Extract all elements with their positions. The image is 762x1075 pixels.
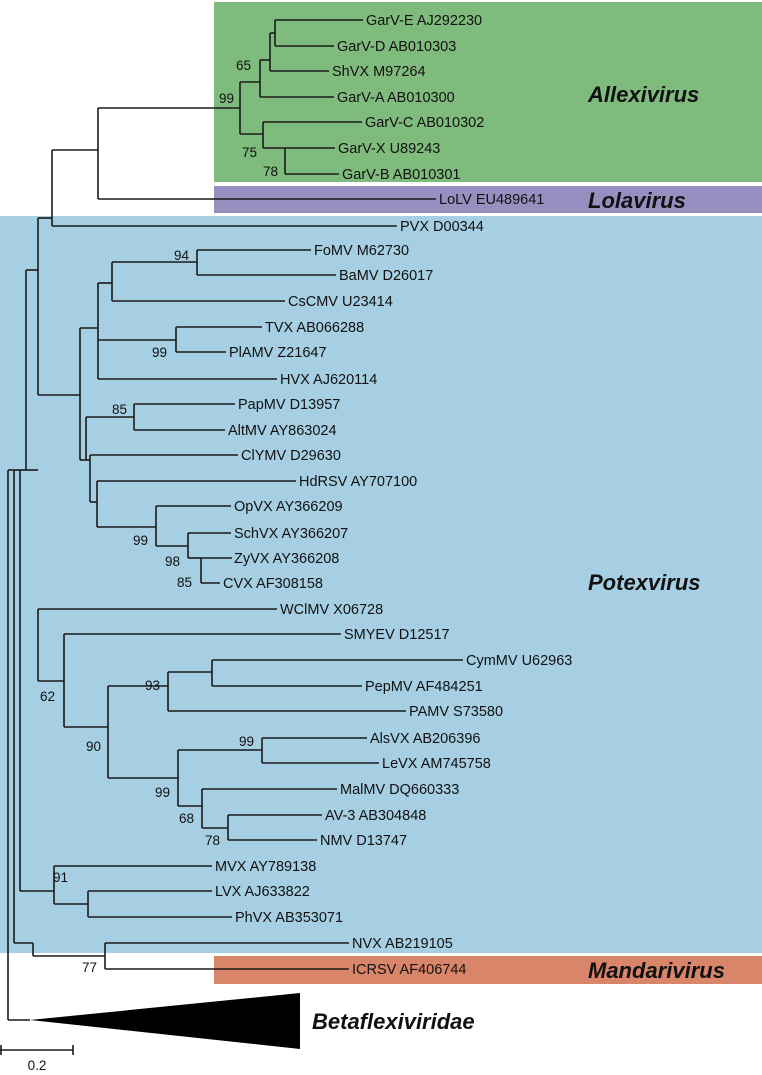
bootstrap-value: 93 xyxy=(145,678,160,693)
leaf-label: ClYMV D29630 xyxy=(241,448,341,464)
leaf-label: FoMV M62730 xyxy=(314,243,409,259)
leaf-label: GarV-C AB010302 xyxy=(365,115,484,131)
leaf-labels: GarV-E AJ292230 GarV-D AB010303 ShVX M97… xyxy=(215,13,572,978)
leaf-label: LeVX AM745758 xyxy=(382,756,491,772)
leaf-label: ZyVX AY366208 xyxy=(234,551,339,567)
leaf-label: SchVX AY366207 xyxy=(234,526,348,542)
leaf-label: GarV-A AB010300 xyxy=(337,90,455,106)
leaf-label: GarV-E AJ292230 xyxy=(366,13,482,29)
leaf-label: AlsVX AB206396 xyxy=(370,731,480,747)
bootstrap-labels: 65 99 75 78 94 99 85 99 98 85 93 99 62 9… xyxy=(40,58,278,975)
leaf-label: PhVX AB353071 xyxy=(235,910,343,926)
potexvirus-band xyxy=(0,216,762,953)
leaf-label: WClMV X06728 xyxy=(280,602,383,618)
leaf-label: GarV-D AB010303 xyxy=(337,39,456,55)
bootstrap-value: 99 xyxy=(155,785,170,800)
bootstrap-value: 62 xyxy=(40,689,55,704)
leaf-label: PVX D00344 xyxy=(400,219,484,235)
bootstrap-value: 78 xyxy=(205,833,220,848)
potexvirus-label: Potexvirus xyxy=(588,570,701,595)
leaf-label: BaMV D26017 xyxy=(339,268,433,284)
mandarivirus-band xyxy=(214,956,762,984)
bootstrap-value: 94 xyxy=(174,248,190,263)
bootstrap-value: 99 xyxy=(152,345,167,360)
leaf-label: CVX AF308158 xyxy=(223,576,323,592)
leaf-label: MalMV DQ660333 xyxy=(340,782,459,798)
bootstrap-value: 91 xyxy=(53,870,68,885)
leaf-label: HdRSV AY707100 xyxy=(299,474,417,490)
scale-bar-label: 0.2 xyxy=(28,1058,47,1073)
leaf-label: NMV D13747 xyxy=(320,833,407,849)
leaf-label: PlAMV Z21647 xyxy=(229,345,327,361)
leaf-label: PepMV AF484251 xyxy=(365,679,483,695)
leaf-label: OpVX AY366209 xyxy=(234,499,343,515)
betaflexiviridae-label: Betaflexiviridae xyxy=(312,1009,475,1034)
mandarivirus-label: Mandarivirus xyxy=(588,958,725,983)
leaf-label: AltMV AY863024 xyxy=(228,423,337,439)
leaf-label: SMYEV D12517 xyxy=(344,627,450,643)
bootstrap-value: 99 xyxy=(239,734,254,749)
bootstrap-value: 85 xyxy=(112,402,127,417)
bootstrap-value: 75 xyxy=(242,145,257,160)
leaf-label: GarV-X U89243 xyxy=(338,141,440,157)
tree-branches xyxy=(7,19,463,1021)
betaflexiviridae-triangle xyxy=(30,993,300,1049)
leaf-label: TVX AB066288 xyxy=(265,320,364,336)
bootstrap-value: 85 xyxy=(177,575,192,590)
leaf-label: CymMV U62963 xyxy=(466,653,572,669)
lolavirus-label: Lolavirus xyxy=(588,188,686,213)
allexivirus-band xyxy=(214,2,762,182)
bootstrap-value: 99 xyxy=(133,533,148,548)
leaf-label: LoLV EU489641 xyxy=(439,192,544,208)
leaf-label: GarV-B AB010301 xyxy=(342,167,461,183)
leaf-label: PapMV D13957 xyxy=(238,397,340,413)
allexivirus-label: Allexivirus xyxy=(587,82,699,107)
bootstrap-value: 90 xyxy=(86,739,101,754)
scale-bar xyxy=(0,1045,74,1055)
leaf-label: PAMV S73580 xyxy=(409,704,503,720)
leaf-label: MVX AY789138 xyxy=(215,859,316,875)
leaf-label: LVX AJ633822 xyxy=(215,884,310,900)
bootstrap-value: 99 xyxy=(219,91,234,106)
bootstrap-value: 68 xyxy=(179,811,194,826)
bootstrap-value: 98 xyxy=(165,554,180,569)
leaf-label: CsCMV U23414 xyxy=(288,294,393,310)
leaf-label: NVX AB219105 xyxy=(352,936,453,952)
leaf-label: HVX AJ620114 xyxy=(280,372,377,388)
bootstrap-value: 77 xyxy=(82,960,97,975)
bootstrap-value: 78 xyxy=(263,164,278,179)
leaf-label: AV-3 AB304848 xyxy=(325,808,426,824)
leaf-label: ShVX M97264 xyxy=(332,64,426,80)
leaf-label: ICRSV AF406744 xyxy=(352,962,466,978)
bootstrap-value: 65 xyxy=(236,58,251,73)
